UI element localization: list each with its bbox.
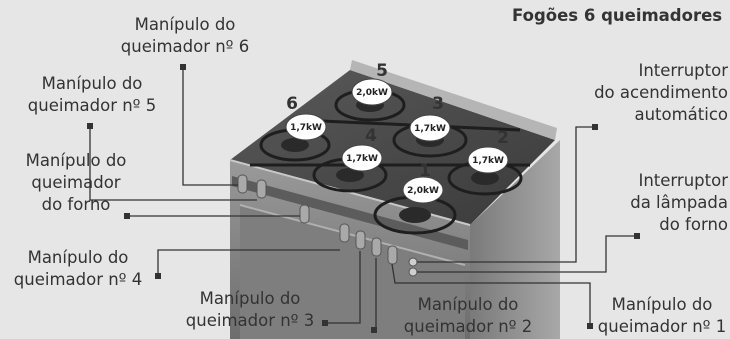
label-line: Manípulo do: [25, 151, 127, 170]
burner-number-4: 4: [365, 126, 377, 146]
knob-burner-4: [339, 223, 350, 243]
label-line: do acendimento: [594, 83, 728, 102]
label-line: queimador nº 2: [403, 317, 533, 336]
label-line: do forno: [659, 215, 728, 234]
badge-burner-1: 2,0kW 1: [402, 161, 444, 204]
label-line: Manípulo do: [199, 289, 301, 308]
badge-burner-5: 2,0kW 5: [351, 61, 393, 106]
switch-oven-lamp: [408, 267, 418, 277]
label-line: queimador: [31, 173, 121, 192]
label-line: queimador nº 3: [185, 311, 315, 330]
knob-burner-2: [371, 237, 382, 257]
label-line: Manípulo do: [27, 248, 129, 267]
label-line: Manípulo do: [41, 74, 143, 93]
label-line: Manípulo do: [134, 15, 236, 34]
switch-auto-ignition: [408, 257, 418, 267]
badge-burner-6-power: 1,7kW: [290, 123, 322, 133]
badge-burner-6: 1,7kW 6: [285, 94, 327, 141]
badge-burner-1-power: 2,0kW: [407, 186, 439, 196]
label-line: queimador nº 4: [13, 270, 143, 289]
label-burner-3-knob: Manípulo do queimador nº 3: [178, 288, 322, 332]
badge-burner-3: 1,7kW 3: [409, 94, 451, 142]
label-oven-knob: Manípulo do queimador do forno: [20, 150, 132, 216]
badge-burner-3-power: 1,7kW: [414, 124, 446, 134]
label-burner-2-knob: Manípulo do queimador nº 2: [378, 294, 558, 338]
leader-burner-1: [391, 263, 591, 326]
leader-burner-5: [89, 126, 257, 201]
label-auto-ignition-switch: Interruptor do acendimento automático: [570, 60, 728, 126]
label-line: automático: [634, 105, 728, 124]
knobs: [237, 174, 398, 265]
label-burner-6-knob: Manípulo do queimador nº 6: [115, 14, 255, 58]
burner-number-6: 6: [286, 94, 298, 114]
badge-burner-4: 1,7kW 4: [341, 126, 383, 172]
diagram-title: Fogões 6 queimadores: [512, 6, 723, 25]
label-oven-lamp-switch: Interruptor da lâmpada do forno: [600, 170, 728, 236]
burner-number-2: 2: [497, 128, 509, 148]
badge-burner-2: 1,7kW 2: [467, 128, 509, 174]
label-line: da lâmpada: [630, 193, 728, 212]
knob-burner-1: [387, 245, 398, 265]
leader-burner-4: [157, 249, 340, 276]
leader-auto-ignition: [417, 126, 595, 263]
leader-burner-3: [325, 251, 361, 324]
leader-burner-6: [182, 67, 238, 186]
leader-lines: [89, 67, 637, 331]
badge-burner-2-power: 1,7kW: [472, 156, 504, 166]
label-burner-4-knob: Manípulo do queimador nº 4: [6, 247, 150, 291]
burner-number-3: 3: [432, 94, 444, 114]
label-line: Interruptor: [638, 171, 728, 190]
knob-oven: [299, 204, 310, 224]
knob-burner-3: [355, 230, 366, 250]
label-line: queimador nº 1: [597, 317, 727, 336]
label-line: do forno: [41, 195, 111, 214]
burner-number-5: 5: [376, 61, 388, 81]
badge-burner-4-power: 1,7kW: [346, 154, 378, 164]
leader-markers: [87, 64, 640, 333]
leader-lamp-switch: [417, 235, 637, 273]
label-line: Manípulo do: [611, 295, 713, 314]
knob-burner-6: [237, 174, 248, 194]
label-burner-5-knob: Manípulo do queimador nº 5: [22, 73, 162, 117]
badge-burner-5-power: 2,0kW: [356, 88, 388, 98]
label-burner-1-knob: Manípulo do queimador nº 1: [594, 294, 730, 338]
label-line: queimador nº 5: [27, 96, 157, 115]
label-line: queimador nº 6: [120, 37, 250, 56]
label-line: Interruptor: [638, 61, 728, 80]
knob-burner-5: [256, 179, 267, 199]
burner-number-1: 1: [419, 161, 431, 181]
label-line: Manípulo do: [417, 295, 519, 314]
